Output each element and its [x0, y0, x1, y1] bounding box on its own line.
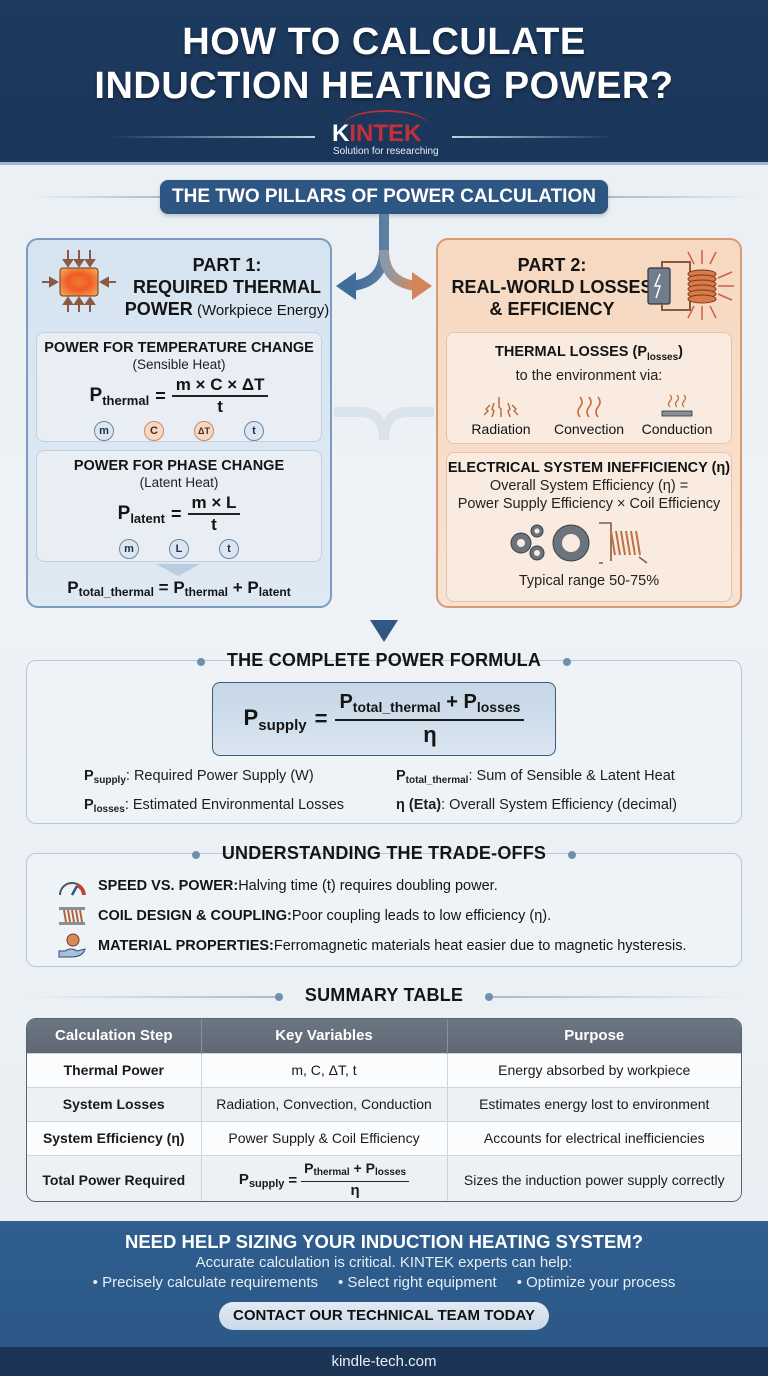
chip-delta-t: ΔT [194, 421, 214, 441]
chip-latent-heat: L [169, 539, 189, 559]
column-header: Key Variables [201, 1019, 448, 1053]
sensible-heat-card: POWER FOR TEMPERATURE CHANGE (Sensible H… [36, 332, 322, 442]
speedometer-icon [56, 874, 88, 898]
complete-formula-title: THE COMPLETE POWER FORMULA [226, 650, 542, 670]
summary-table: Calculation Step Key Variables Purpose T… [26, 1018, 742, 1202]
loss-radiation: Radiation [457, 393, 545, 437]
loss-conduction: Conduction [633, 393, 721, 437]
total-thermal-formula: Ptotal_thermal = Pthermal + Platent [67, 578, 291, 599]
power-supply-coil-icon [647, 250, 734, 320]
table-formula-cell: Psupply = Pthermal + Plosses η [201, 1154, 448, 1201]
heated-workpiece-icon [42, 250, 116, 312]
column-header: Calculation Step [27, 1019, 202, 1053]
tradeoffs-title: UNDERSTANDING THE TRADE-OFFS [221, 843, 547, 863]
header-divider [0, 162, 768, 165]
bullet-dot-icon [191, 850, 200, 859]
coil-icon [56, 904, 88, 928]
part1-panel: PART 1: REQUIRED THERMAL POWER (Workpiec… [26, 238, 332, 608]
cta-title: NEED HELP SIZING YOUR INDUCTION HEATING … [124, 1231, 644, 1252]
header: HOW TO CALCULATE INDUCTION HEATING POWER… [0, 0, 768, 165]
bullet-dot-icon [563, 657, 572, 666]
thermal-losses-card: THERMAL LOSSES (Plosses) to the environm… [446, 332, 732, 444]
formula-definitions-right: Ptotal_thermal: Sum of Sensible & Latent… [396, 768, 677, 813]
part2-title: PART 2: REAL-WORLD LOSSES & EFFICIENCY [451, 255, 653, 319]
table-header-row: Calculation Step Key Variables Purpose [27, 1019, 741, 1053]
pillars-banner: THE TWO PILLARS OF POWER CALCULATION [160, 180, 608, 214]
banner-line-right [605, 196, 755, 198]
summary-table-title: SUMMARY TABLE [304, 985, 464, 1005]
cta-bullets: • Precisely calculate requirements • Sel… [92, 1274, 676, 1291]
supply-power-formula: Psupply = Ptotal_thermal + Plosses η [212, 682, 556, 756]
cta-section: NEED HELP SIZING YOUR INDUCTION HEATING … [0, 1221, 768, 1347]
table-row: System Efficiency (η) Power Supply & Coi… [27, 1120, 741, 1155]
tradeoff-coil-design: COIL DESIGN & COUPLING: Poor coupling le… [56, 904, 551, 928]
kintek-logo[interactable]: KINTEK Solution for researching [330, 110, 440, 160]
down-triangle-icon [156, 564, 200, 576]
page-title: HOW TO CALCULATE INDUCTION HEATING POWER… [94, 21, 674, 107]
tradeoff-material-properties: MATERIAL PROPERTIES: Ferromagnetic mater… [56, 933, 687, 958]
tradeoffs-section [26, 853, 742, 967]
variable-chips: m C ΔT t [37, 421, 321, 441]
efficiency-card: ELECTRICAL SYSTEM INEFFICIENCY (η) Overa… [446, 452, 732, 602]
column-header: Purpose [447, 1019, 741, 1053]
latent-heat-card: POWER FOR PHASE CHANGE (Latent Heat) Pla… [36, 450, 322, 562]
website-link[interactable]: kindle-tech.com [0, 1347, 768, 1376]
loss-convection: Convection [545, 393, 633, 437]
banner-line-left [30, 196, 170, 198]
gears-coil-icon [510, 522, 648, 564]
logo-arc-icon [344, 110, 428, 140]
logo-tagline: Solution for researching [333, 146, 439, 157]
contact-team-button[interactable]: CONTACT OUR TECHNICAL TEAM TODAY [219, 1302, 549, 1330]
part2-panel: PART 2: REAL-WORLD LOSSES & EFFICIENCY T… [436, 238, 742, 608]
table-title-line-left [30, 996, 280, 998]
bullet-dot-icon [485, 992, 494, 1001]
conduction-icon [661, 394, 693, 417]
formula-definitions-left: Psupply: Required Power Supply (W) Ploss… [84, 768, 345, 815]
logo-divider-left [110, 136, 315, 138]
logo-divider-right [452, 136, 612, 138]
tradeoff-speed-power: SPEED VS. POWER: Halving time (t) requir… [56, 874, 498, 898]
chip-time: t [244, 421, 264, 441]
cta-subtitle: Accurate calculation is critical. KINTEK… [195, 1254, 573, 1271]
loss-modes: Radiation Convection Conduction [457, 393, 721, 437]
radiation-icon [483, 396, 519, 418]
table-row: Total Power Required Psupply = Pthermal … [27, 1154, 741, 1201]
chip-mass: m [119, 539, 139, 559]
chip-specific-heat: C [144, 421, 164, 441]
material-hand-icon [56, 933, 88, 958]
table-title-line-right [490, 996, 740, 998]
convection-icon [577, 396, 601, 418]
chip-time: t [219, 539, 239, 559]
bullet-dot-icon [274, 992, 283, 1001]
table-row: Thermal Power m, C, ΔT, t Energy absorbe… [27, 1052, 741, 1087]
bullet-dot-icon [196, 657, 205, 666]
part1-title: PART 1: REQUIRED THERMAL POWER (Workpiec… [124, 255, 330, 319]
variable-chips: m L t [37, 539, 321, 559]
chip-mass: m [94, 421, 114, 441]
bullet-dot-icon [568, 850, 577, 859]
table-row: System Losses Radiation, Convection, Con… [27, 1086, 741, 1121]
